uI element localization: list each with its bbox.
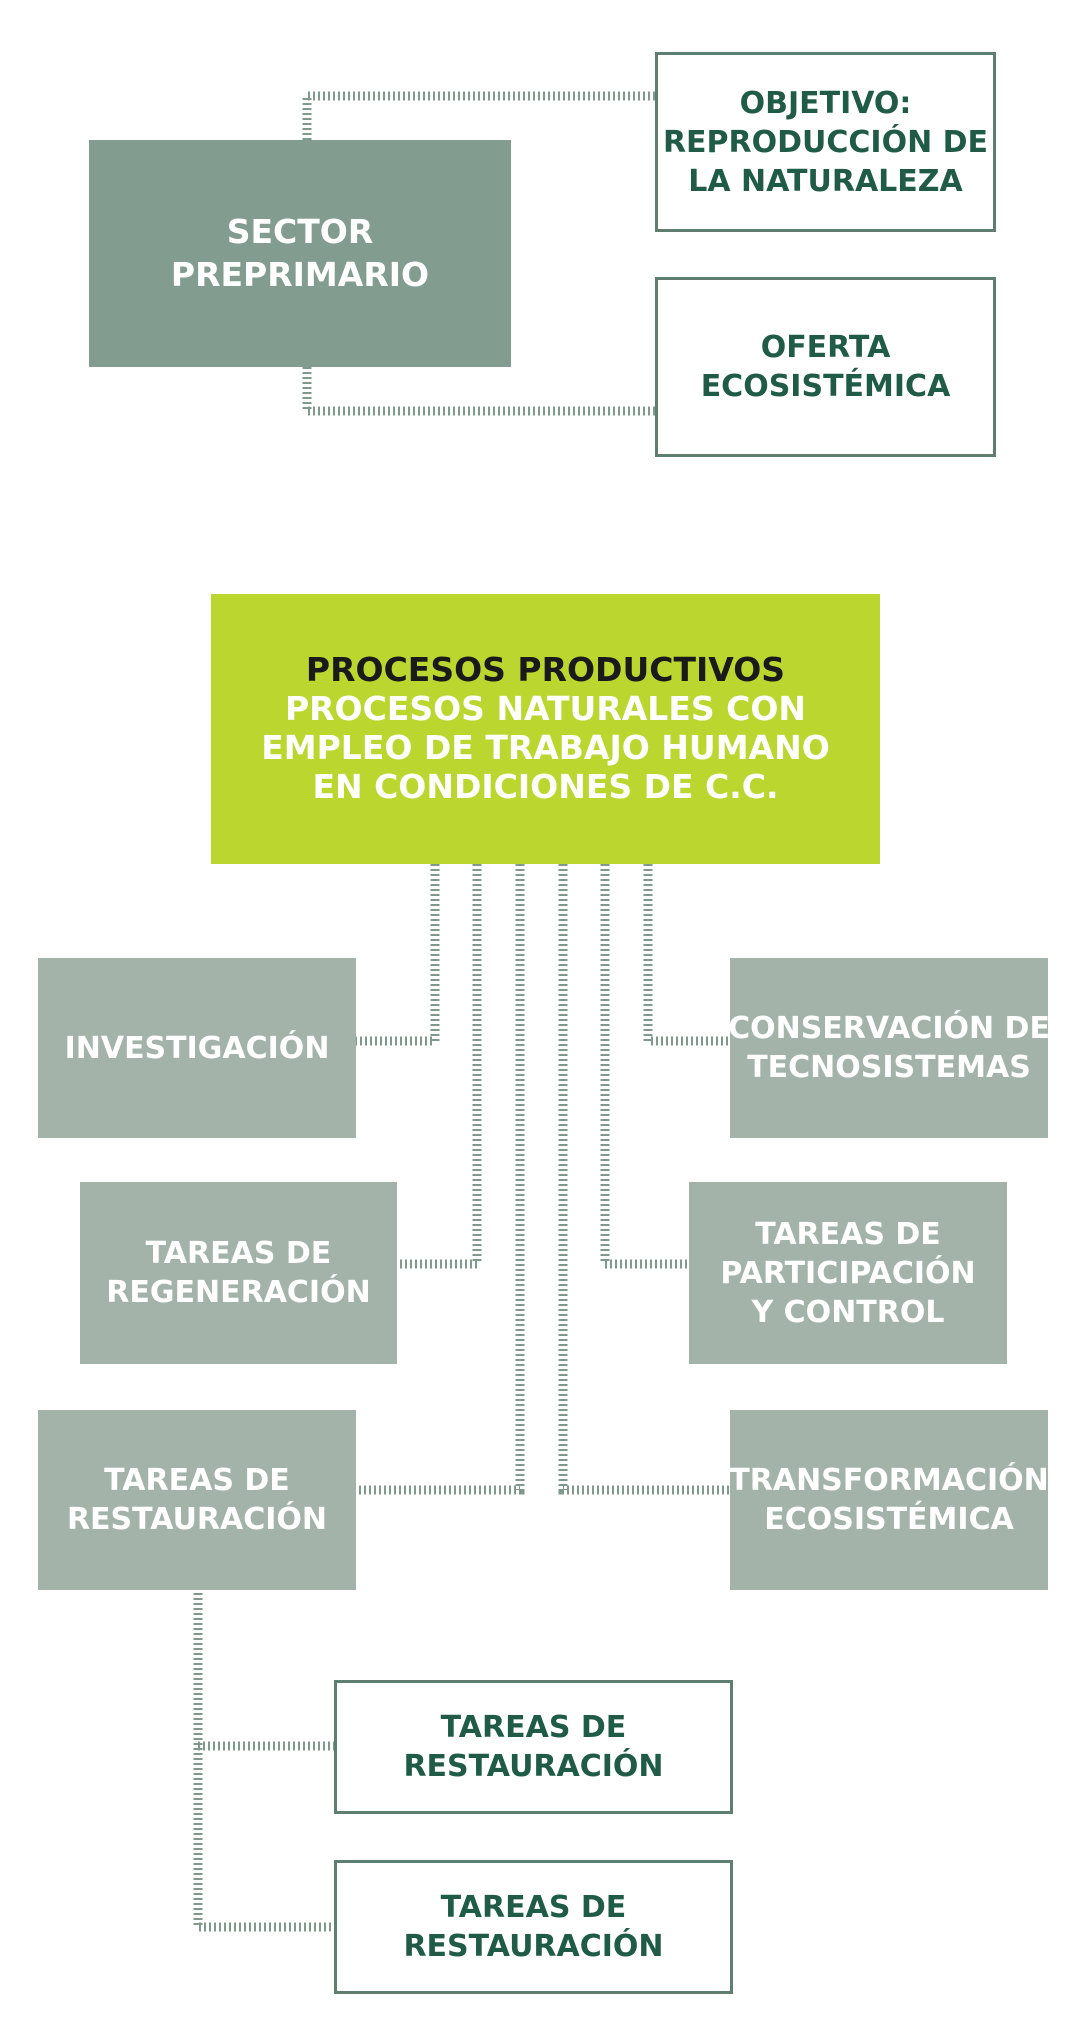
restauracion-line-2: RESTAURACIÓN: [66, 1502, 328, 1537]
connector-conservacion: [643, 864, 730, 1046]
procesos-line-2: EMPLEO DE TRABAJO HUMANO: [261, 728, 830, 767]
procesos-line-1: PROCESOS NATURALES CON: [284, 689, 807, 729]
procesos-heading: PROCESOS PRODUCTIVOS: [305, 650, 786, 690]
sub-restauracion-2-line-1: TAREAS DE: [440, 1890, 627, 1925]
investigacion-line-1: INVESTIGACIÓN: [64, 1030, 330, 1066]
sub-restauracion-2-line-2: RESTAURACIÓN: [403, 1929, 664, 1964]
sub-restauracion-1-line-2: RESTAURACIÓN: [403, 1749, 664, 1784]
restauracion-line-1: TAREAS DE: [104, 1463, 290, 1498]
investigacion-box: INVESTIGACIÓN: [38, 958, 356, 1138]
sub-restauracion-box-2: TAREAS DE RESTAURACIÓN: [334, 1860, 733, 1994]
connector-restauracion: [356, 864, 525, 1495]
sub-restauracion-box-1: TAREAS DE RESTAURACIÓN: [334, 1680, 733, 1814]
conservacion-line-2: TECNOSISTEMAS: [747, 1050, 1031, 1085]
connector-investigacion: [356, 864, 440, 1046]
connector-transformacion: [558, 864, 730, 1495]
procesos-productivos-box: PROCESOS PRODUCTIVOS PROCESOS NATURALES …: [211, 594, 880, 864]
regeneracion-line-2: REGENERACIÓN: [106, 1275, 371, 1310]
connector-regeneracion: [397, 864, 482, 1269]
regeneracion-line-1: TAREAS DE: [145, 1236, 332, 1271]
oferta-line-2: ECOSISTÉMICA: [700, 369, 951, 404]
transformacion-box: TRANSFORMACIÓN ECOSISTÉMICA: [729, 1410, 1049, 1590]
participacion-line-2: PARTICIPACIÓN: [720, 1255, 976, 1291]
sector-preprimario-box: SECTOR PREPRIMARIO: [89, 140, 511, 367]
objetivo-line-1: OBJETIVO:: [739, 85, 912, 121]
transformacion-line-2: ECOSISTÉMICA: [764, 1502, 1014, 1537]
connector-participacion: [600, 864, 689, 1269]
restauracion-box: TAREAS DE RESTAURACIÓN: [38, 1410, 356, 1590]
participacion-box: TAREAS DE PARTICIPACIÓN Y CONTROL: [689, 1182, 1007, 1364]
participacion-line-3: Y CONTROL: [751, 1294, 945, 1330]
procesos-line-3: EN CONDICIONES DE C.C.: [312, 766, 779, 806]
regeneracion-box: TAREAS DE REGENERACIÓN: [80, 1182, 397, 1364]
participacion-line-1: TAREAS DE: [755, 1216, 941, 1252]
sector-line-2: PREPRIMARIO: [170, 254, 430, 294]
sub-restauracion-1-line-1: TAREAS DE: [440, 1710, 627, 1745]
conservacion-line-1: CONSERVACIÓN DE: [728, 1011, 1050, 1046]
objetivo-box: OBJETIVO: REPRODUCCIÓN DE LA NATURALEZA: [655, 52, 996, 232]
objetivo-line-3: LA NATURALEZA: [688, 163, 963, 199]
transformacion-line-1: TRANSFORMACIÓN: [729, 1463, 1049, 1498]
sector-line-1: SECTOR: [226, 211, 374, 251]
objetivo-line-2: REPRODUCCIÓN DE: [662, 124, 989, 160]
connector-sub-restauracion: [193, 1583, 334, 1932]
conservacion-box: CONSERVACIÓN DE TECNOSISTEMAS: [728, 958, 1050, 1138]
oferta-line-1: OFERTA: [760, 330, 891, 365]
oferta-box: OFERTA ECOSISTÉMICA: [655, 277, 996, 457]
connector-sector-objetivo: [302, 91, 655, 140]
connector-sector-oferta: [302, 367, 655, 416]
